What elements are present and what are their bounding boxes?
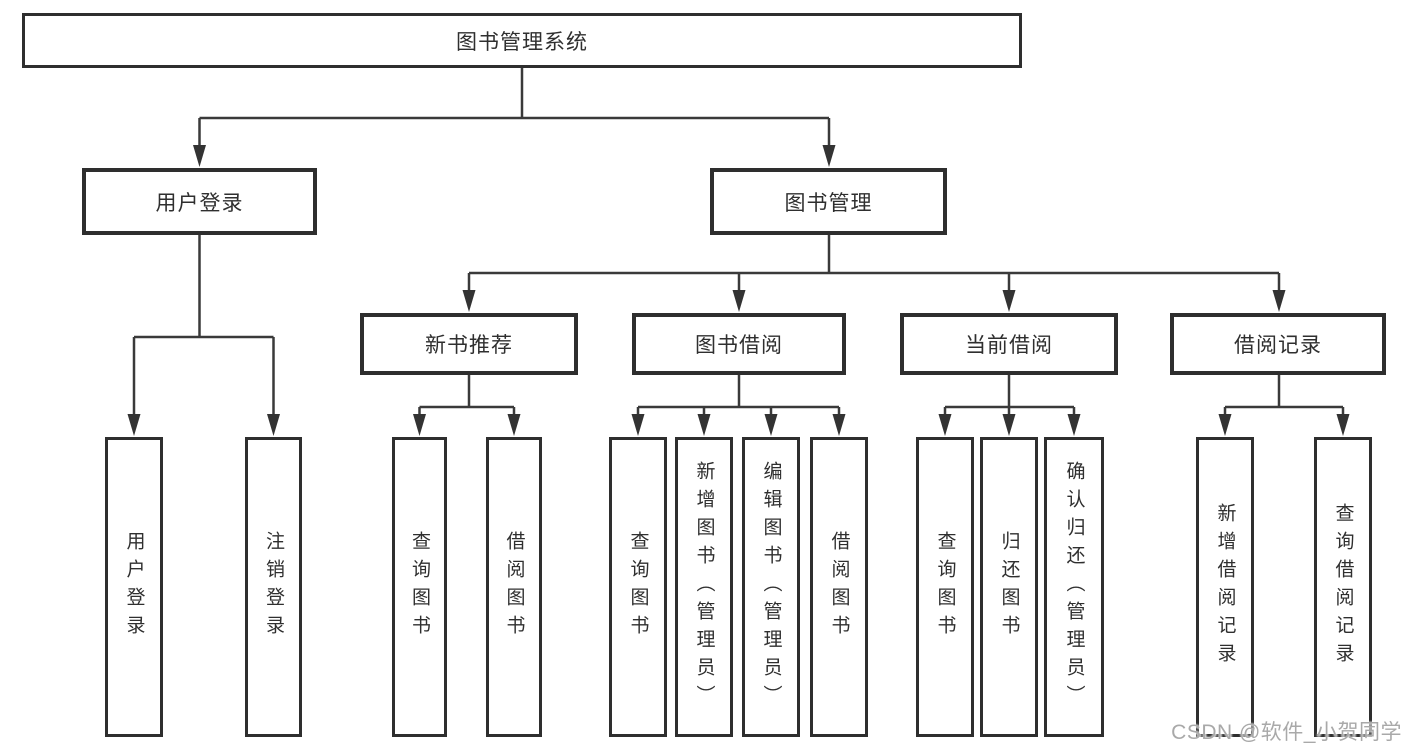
arrow-down-icon <box>732 290 746 312</box>
leaf-box-logout: 注销登录 <box>245 437 302 737</box>
arrow-down-icon <box>1218 414 1232 436</box>
node-box-library-system: 图书管理系统 <box>22 13 1022 68</box>
arrow-down-icon <box>1336 414 1350 436</box>
node-box-current-borrow: 当前借阅 <box>900 313 1118 375</box>
leaf-box-query-books-recommend: 查询图书 <box>392 437 447 737</box>
arrow-down-icon <box>507 414 521 436</box>
arrow-down-icon <box>1002 290 1016 312</box>
leaf-box-return-book: 归还图书 <box>980 437 1038 737</box>
arrow-down-icon <box>822 145 836 167</box>
arrow-down-icon <box>127 414 141 436</box>
arrow-down-icon <box>413 414 426 436</box>
leaf-box-query-books-current: 查询图书 <box>916 437 974 737</box>
connector-borrow-records-children <box>1223 375 1345 431</box>
arrowheads <box>127 145 1350 436</box>
connector-new-book-children <box>418 375 516 431</box>
arrow-down-icon <box>193 145 206 167</box>
arrow-down-icon <box>764 414 778 436</box>
leaf-box-borrow-books-recommend: 借阅图书 <box>486 437 542 737</box>
leaf-box-query-books-borrow: 查询图书 <box>609 437 667 737</box>
connector-book-mgmt-children <box>467 235 1281 307</box>
arrow-down-icon <box>938 414 952 436</box>
node-box-book-borrow: 图书借阅 <box>632 313 846 375</box>
leaf-box-confirm-return-admin: 确认归还（管理员） <box>1044 437 1104 737</box>
arrow-down-icon <box>1272 290 1286 312</box>
node-box-borrow-records: 借阅记录 <box>1170 313 1386 375</box>
watermark-text: CSDN @软件_小贺同学 <box>1171 721 1402 744</box>
connector-book-borrow-children <box>636 375 841 431</box>
leaf-box-query-borrow-record: 查询借阅记录 <box>1314 437 1372 737</box>
node-box-new-book-recommend: 新书推荐 <box>360 313 578 375</box>
arrow-down-icon <box>697 414 711 436</box>
connector-user-login-children <box>132 235 275 431</box>
leaf-box-edit-book-admin: 编辑图书（管理员） <box>742 437 800 737</box>
leaf-box-add-book-admin: 新增图书（管理员） <box>675 437 733 737</box>
arrow-down-icon <box>462 290 476 312</box>
node-box-book-management: 图书管理 <box>710 168 947 235</box>
connector-root-to-level2 <box>198 68 831 162</box>
leaf-box-borrow-books: 借阅图书 <box>810 437 868 737</box>
leaf-box-add-borrow-record: 新增借阅记录 <box>1196 437 1254 737</box>
arrow-down-icon <box>267 414 280 436</box>
arrow-down-icon <box>832 414 846 436</box>
arrow-down-icon <box>1067 414 1081 436</box>
node-box-user-login: 用户登录 <box>82 168 317 235</box>
leaf-box-user-login: 用户登录 <box>105 437 163 737</box>
arrow-down-icon <box>1002 414 1016 436</box>
arrow-down-icon <box>631 414 645 436</box>
